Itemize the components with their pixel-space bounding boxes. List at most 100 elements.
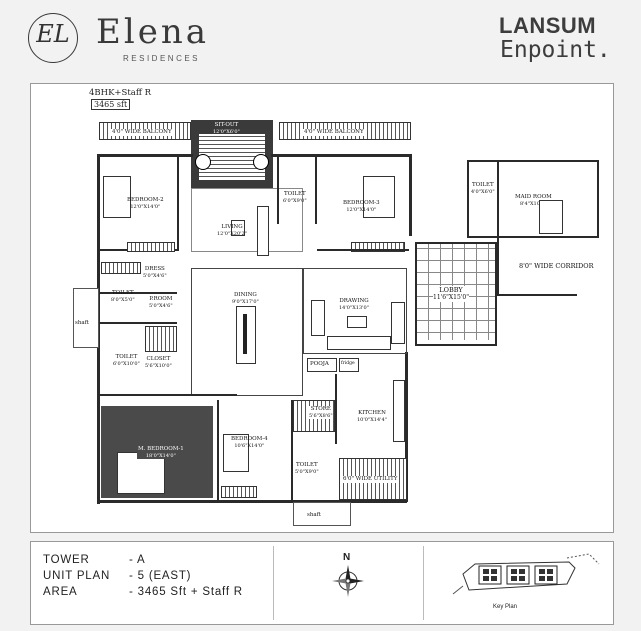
kitchen-name: KITCHEN	[358, 410, 386, 416]
toilet-top-dim: 6'0"X9'0"	[283, 197, 307, 204]
balcony-left-label: 4'0" WIDE BALCONY	[111, 129, 173, 136]
toilet-staff-name: TOILET	[471, 182, 494, 188]
lobby-dim: 11'6"X15'0"	[433, 294, 469, 301]
dress-name: DRESS	[144, 266, 165, 272]
compass-rose-icon	[332, 565, 364, 597]
bedroom-4-name: BEDROOM-4	[231, 436, 268, 442]
shaft-left-label: shaft	[75, 320, 89, 326]
toilet-bottom-name: TOILET	[295, 462, 318, 468]
toilet-left2-dim: 6'0"X10'0"	[113, 360, 140, 367]
wall-toilet-top-left	[277, 154, 279, 224]
bedroom-2-wardrobe	[127, 242, 175, 252]
living-dim: 12'0"X20'2"	[217, 230, 247, 237]
drawing-table	[347, 316, 367, 328]
closet-name: CLOSET	[146, 356, 171, 362]
bedroom-2-bed	[103, 176, 131, 218]
compass-north-label: N	[343, 552, 351, 563]
unit-info-panel: TOWER - A UNIT PLAN - 5 (EAST) AREA - 34…	[30, 541, 614, 625]
dining-area	[191, 268, 303, 396]
bedroom-3-bed	[363, 176, 395, 218]
drawing-dim: 14'0"X13'0"	[339, 304, 369, 311]
unit-info-table: TOWER - A UNIT PLAN - 5 (EAST) AREA - 34…	[43, 552, 243, 600]
panel-divider-1	[273, 546, 274, 620]
unit-area-label: 3465 sft	[91, 99, 131, 110]
dress-dim: 5'0"X4'6"	[143, 272, 167, 279]
floor-plan-frame: 4BHK+Staff R 3465 sft 4'0" WIDE BALCONY …	[30, 83, 614, 533]
toilet-left2-name: TOILET	[115, 354, 138, 360]
living-room	[191, 188, 303, 252]
key-plan-diagram	[452, 553, 600, 595]
m-bedroom-name: M. BEDROOM-1	[138, 446, 184, 452]
wall-toilet-top-right	[315, 154, 317, 224]
brand-name: Elena	[96, 12, 209, 52]
panel-divider-2	[423, 546, 424, 620]
drawing-room	[303, 268, 407, 354]
fridge-box	[339, 358, 359, 372]
wall-kitchen-left	[335, 374, 337, 444]
maid-room-name: MAID ROOM	[515, 194, 552, 200]
unit-plan-value: - 5 (EAST)	[129, 570, 192, 582]
store-dim: 5'6"X8'6"	[309, 412, 333, 419]
bedroom-2-dim: 12'0"X14'0"	[130, 203, 161, 210]
maid-room-bed	[539, 200, 563, 234]
wall-toilet-left-bottom	[97, 322, 177, 324]
wall-mbed-top	[97, 394, 237, 396]
bedroom-3-wardrobe	[351, 242, 405, 252]
area-label: AREA	[43, 586, 78, 598]
tower-value: - A	[129, 554, 146, 566]
area-value: - 3465 Sft + Staff R	[129, 586, 243, 598]
wall-bottom	[97, 500, 407, 503]
developer-logo-bottom: Enpoint.	[500, 37, 611, 63]
wall-right-lower	[405, 352, 408, 502]
wall-top-left	[97, 154, 193, 157]
bedroom-3-name: BEDROOM-3	[343, 200, 380, 206]
info-row-area: AREA - 3465 Sft + Staff R	[43, 584, 243, 600]
wall-dress-bottom	[97, 292, 177, 294]
closet-shelves	[145, 326, 177, 352]
drawing-sofa-right	[391, 302, 405, 344]
brand-subtitle: RESIDENCES	[123, 54, 201, 63]
wall-bedroom4-right	[291, 400, 293, 500]
wall-top-right	[271, 154, 411, 157]
key-plan-label: Key Plan	[493, 604, 518, 610]
drawing-sofa-bottom	[327, 336, 391, 350]
toilet-staff-dim: 4'0"X6'0"	[471, 188, 495, 195]
living-name: LIVING	[221, 224, 243, 230]
m-bedroom-dim: 18'0"X14'0"	[145, 452, 176, 459]
toilet-top-name: TOILET	[283, 191, 306, 197]
info-row-unit-plan: UNIT PLAN - 5 (EAST)	[43, 568, 243, 584]
bedroom-2-name: BEDROOM-2	[127, 197, 164, 203]
toilet-left-dim: 8'0"X5'0"	[111, 296, 135, 303]
toilet-left-name: TOILET	[111, 290, 134, 296]
unit-type-label: 4BHK+Staff R	[89, 88, 151, 98]
wall-corridor-left	[497, 234, 499, 296]
kitchen-counter	[393, 380, 405, 442]
wall-right-upper	[409, 154, 412, 236]
fridge-label: fridge	[341, 361, 355, 366]
corridor-label: 8'0" WIDE CORRIDOR	[519, 262, 594, 270]
brand-logo-mark: EL	[28, 13, 78, 63]
logo-mark-text: EL	[36, 20, 70, 48]
dining-dim: 9'0"X17'0"	[232, 298, 259, 305]
closet-dim: 5'6"X10'0"	[145, 362, 172, 369]
bedroom-4-dim: 10'6"X14'0"	[234, 442, 265, 449]
toilet-bottom-dim: 5'0"X9'0"	[295, 468, 319, 475]
lobby-name: LOBBY	[439, 286, 463, 294]
drawing-sofa-left	[311, 300, 325, 336]
dining-table-center	[243, 314, 247, 354]
